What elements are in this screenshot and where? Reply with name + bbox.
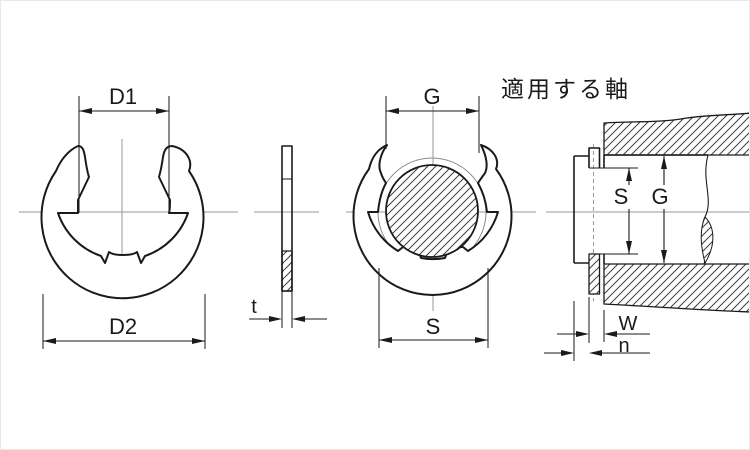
- view-ering-installed-front: G S: [352, 84, 513, 348]
- ering-side-hatch: [281, 250, 293, 292]
- view-ering-front-free: D1 D2: [40, 84, 206, 349]
- shaft-upper-section: [603, 112, 749, 156]
- shaft-lower-section: [603, 263, 749, 313]
- dim-label-s-shaft: S: [614, 184, 629, 209]
- shaft-note-label: 適用する軸: [501, 76, 631, 102]
- dim-label-s-installed: S: [426, 314, 441, 339]
- dim-label-d1: D1: [109, 84, 137, 109]
- dim-label-g-shaft: G: [651, 184, 668, 209]
- ering-lower-body: [588, 253, 601, 295]
- ering-side-outline: [281, 145, 293, 292]
- dim-label-t: t: [251, 296, 257, 318]
- dim-label-n: n: [618, 335, 629, 357]
- ering-outline-free: [40, 145, 205, 300]
- ering-outline-installed: [352, 144, 513, 296]
- shaft-break-section: [700, 216, 714, 264]
- dim-label-w: W: [619, 313, 638, 335]
- dim-label-d2: D2: [109, 314, 137, 339]
- view-shaft-groove-section: S G W n 適用する軸: [501, 76, 749, 361]
- shaft-groove-section-circle: [385, 164, 479, 258]
- view-ering-side-section: t: [249, 145, 327, 328]
- ering-upper-lug: [588, 147, 601, 168]
- dim-label-g-installed: G: [423, 84, 440, 109]
